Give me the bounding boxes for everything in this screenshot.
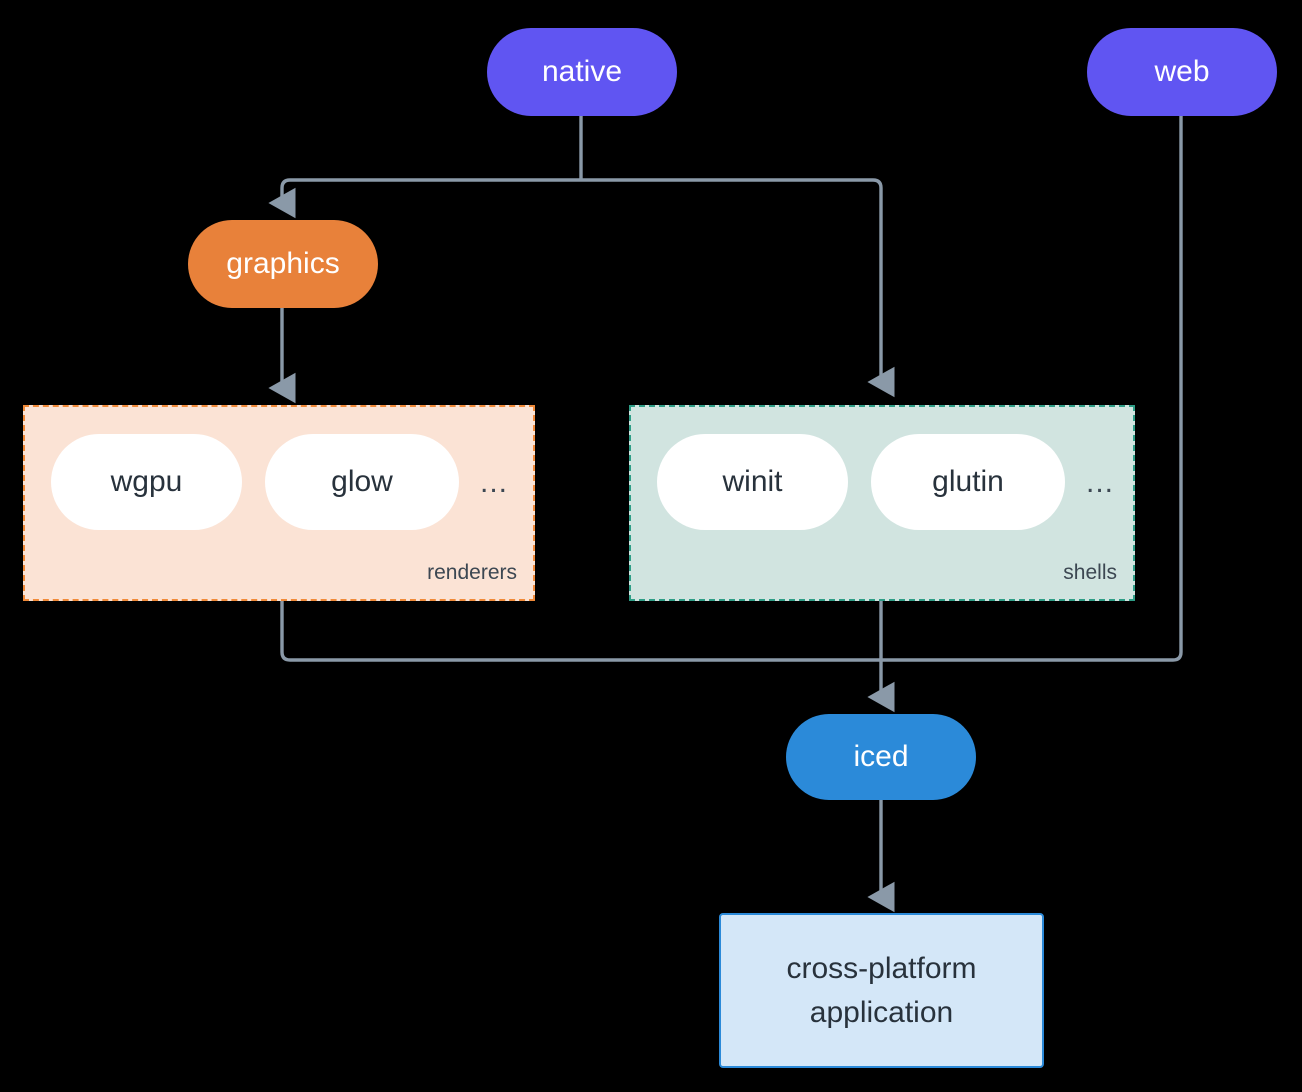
node-iced[interactable]: iced [786,714,976,800]
group-renderers: wgpu glow ... renderers [23,405,535,601]
group-item-glow[interactable]: glow [265,434,459,530]
node-application[interactable]: cross-platform application [719,913,1044,1068]
group-shells-overflow-ellipsis: ... [1086,466,1115,499]
edge-web-to-iced [881,116,1183,662]
group-item-winit-label: winit [722,465,783,498]
edge-native-to-graphics [268,178,581,219]
edge-native-to-shells [581,178,895,398]
node-application-line1: cross-platform [786,952,977,985]
group-item-glow-label: glow [331,465,393,498]
node-application-line2: application [809,995,954,1029]
group-item-winit[interactable]: winit [657,434,848,530]
node-graphics-label: graphics [226,246,340,280]
group-shells: winit glutin ... shells [629,405,1135,601]
node-native-label: native [541,54,623,88]
group-item-wgpu[interactable]: wgpu [51,434,242,530]
group-renderers-label: renderers [427,561,517,584]
group-item-glutin[interactable]: glutin [871,434,1065,530]
node-iced-label: iced [853,739,909,773]
group-renderers-overflow-ellipsis: ... [480,466,509,499]
group-item-glutin-label: glutin [932,465,1004,498]
node-web[interactable]: web [1087,28,1277,116]
group-item-wgpu-label: wgpu [110,465,183,498]
group-shells-label: shells [1063,561,1117,584]
edge-renderers-to-iced [280,601,881,662]
node-web-label: web [1154,54,1210,88]
node-graphics[interactable]: graphics [188,220,378,308]
node-native[interactable]: native [487,28,677,116]
node-application-text: cross-platform application [786,947,976,1034]
